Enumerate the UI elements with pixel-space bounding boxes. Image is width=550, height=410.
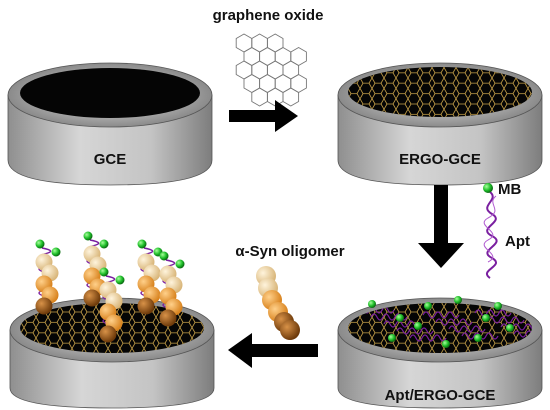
aptamer-strand [383,320,421,328]
oligomer-bead [35,297,53,315]
oligomer-bead [99,325,117,343]
arrow-down [418,185,464,268]
mb-tag [137,239,147,249]
mb-tag [474,334,482,342]
mb-tag [388,334,396,342]
aptamer-strand [486,191,498,279]
syn-oligomer-icon [256,266,300,340]
glassy-carbon-surface [20,68,200,118]
aptamer-strand [448,325,486,333]
aptamer-legend: MB Apt [483,181,530,279]
mb-tag [51,247,61,257]
electrode-oligomer-bound [9,231,215,409]
reduced-graphene-layer [348,67,532,117]
aptamer-strand [396,327,434,335]
label-graphene-oxide: graphene oxide [213,7,324,24]
hexagon-cell [282,87,300,107]
oligomer-bead [83,289,101,307]
oligomer-bead [280,320,300,340]
mb-tag [83,231,93,241]
aptamer-oligomer-complexes [35,231,185,343]
arrow-right [229,100,298,132]
mb-tag [159,251,169,261]
mb-tag [175,259,185,269]
aptamer-strand [474,309,512,317]
aptamer-layer [357,306,532,342]
arrow-left [228,333,318,368]
mb-tag [396,314,404,322]
mb-tag [99,239,109,249]
mb-tag [414,322,422,330]
electrode-gce: GCE [7,62,213,186]
electrode-ergo-gce: ERGO-GCE [337,62,543,186]
oligomer-bead [137,297,155,315]
aptamer-strand [526,307,532,315]
mb-tag [482,314,490,322]
mb-tag [506,324,514,332]
methylene-blue-tag [483,183,493,193]
label-apt: Apt [505,233,530,250]
mb-tag [494,302,502,310]
label-mb: MB [498,181,521,198]
aptamer-strand [409,334,447,342]
mb-tag [454,296,462,304]
oligomer-bead [159,309,177,327]
mb-tag [35,239,45,249]
mb-tag [368,300,376,308]
label-gce: GCE [94,151,127,168]
electrode-apt-ergo-gce: Apt/ERGO-GCE [337,296,543,409]
mb-tag [424,302,432,310]
mb-tag [442,340,450,348]
aptamer-strand [422,311,460,319]
mb-tag [115,275,125,285]
graphene-oxide-sheet [235,33,307,107]
methylene-blue-tags [368,296,514,348]
hexagon-cell [251,87,268,107]
label-apt-ergo-gce: Apt/ERGO-GCE [385,387,496,404]
mb-tag [99,267,109,277]
aptamer-strand [487,316,525,324]
aptamer-strand [435,318,473,326]
label-ergo-gce: ERGO-GCE [399,151,481,168]
aptamer-strand [513,330,532,338]
label-syn-oligomer: α-Syn oligomer [235,243,344,260]
